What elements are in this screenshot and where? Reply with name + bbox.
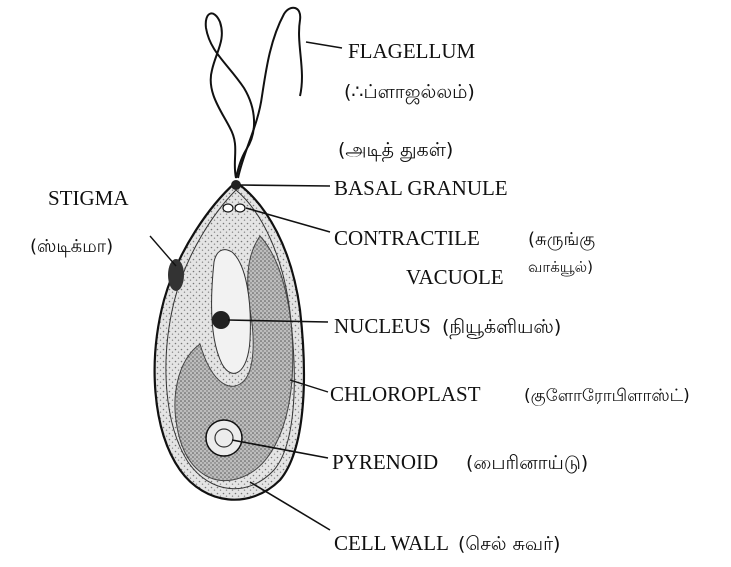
contractile-vacuole	[223, 204, 233, 212]
pyrenoid	[206, 420, 242, 456]
nucleus-label: NUCLEUS	[334, 314, 431, 338]
flagellum-leader	[306, 42, 342, 48]
vacuole-label: VACUOLE	[406, 265, 504, 289]
basal-granule-label: BASAL GRANULE	[334, 176, 508, 200]
cell-wall-leader	[250, 482, 330, 530]
pyrenoid-tamil: (பைரினாய்டு)	[466, 452, 588, 474]
stigma-tamil: (ஸ்டிக்மா)	[30, 236, 113, 257]
stigma-leader	[150, 236, 176, 266]
chloroplast-tamil: (குளோரோபிளாஸ்ட்)	[524, 386, 690, 406]
contractile-label: CONTRACTILE	[334, 226, 480, 250]
nucleus-tamil: (நியூக்ளியஸ்)	[442, 316, 561, 339]
stigma	[168, 259, 184, 291]
contractile-tamil-1: (சுருங்கு	[528, 229, 595, 251]
basal-tamil: (அடித் துகள்)	[338, 139, 453, 162]
basal-granule-leader	[240, 185, 330, 186]
nucleus	[212, 311, 230, 329]
pyrenoid-label: PYRENOID	[332, 450, 438, 474]
contractile-vacuole-2	[235, 204, 245, 212]
chloroplast-label: CHLOROPLAST	[330, 382, 481, 406]
cell-wall-label: CELL WALL	[334, 531, 449, 555]
flagellum-tamil: (∴ப்ளாஜல்லம்)	[344, 81, 475, 104]
contractile-tamil-2: வாக்யூல்)	[528, 258, 593, 276]
basal-granule	[231, 180, 241, 190]
flagellum	[206, 13, 254, 178]
stigma-label: STIGMA	[48, 186, 129, 210]
flagellum-label: FLAGELLUM	[348, 39, 475, 63]
cell-wall-tamil: (செல் சுவர்)	[458, 533, 560, 555]
